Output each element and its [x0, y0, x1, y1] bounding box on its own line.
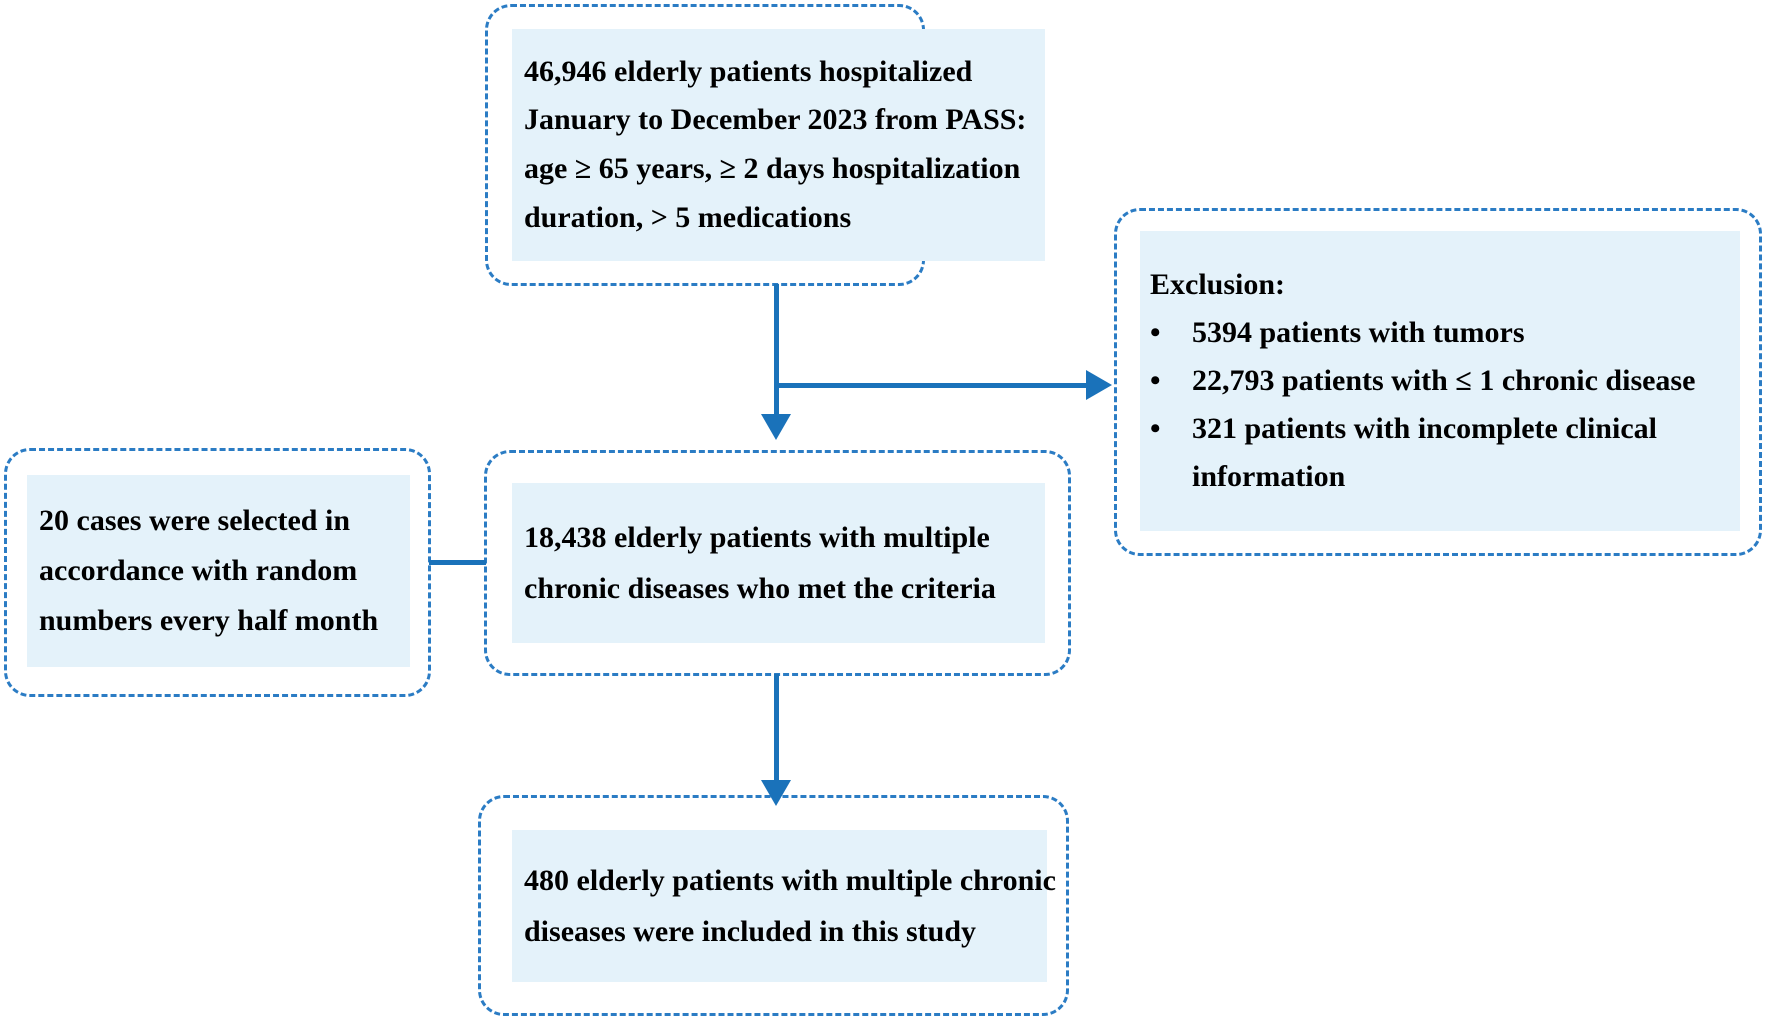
sampling-note-line-3: numbers every half month [39, 603, 379, 637]
random-sampling-note-panel: 20 cases were selected in accordance wit… [27, 475, 410, 667]
exclusion-panel: Exclusion: • 5394 patients with tumors •… [1140, 231, 1740, 531]
exclusion-box [1114, 208, 1762, 556]
bullet-icon: • [1150, 412, 1161, 445]
exclusion-item-3: • 321 patients with incomplete clinical [1150, 405, 1740, 453]
source-cohort-line-4: duration, > 5 medications [524, 200, 852, 234]
random-sampling-note-box [4, 448, 431, 697]
sampling-note-line-1: 20 cases were selected in [39, 504, 351, 538]
eligible-cohort-line-1: 18,438 elderly patients with multiple [524, 521, 990, 554]
exclusion-item-2: • 22,793 patients with ≤ 1 chronic disea… [1150, 357, 1740, 405]
eligible-cohort-panel: 18,438 elderly patients with multiple ch… [512, 483, 1045, 643]
bullet-icon: • [1150, 316, 1161, 349]
source-to-exclusion-line [776, 383, 1089, 388]
eligible-to-included-line [774, 674, 779, 784]
included-cohort-line-2: diseases were included in this study [524, 915, 977, 948]
exclusion-item-1: • 5394 patients with tumors [1150, 309, 1740, 357]
source-cohort-line-1: 46,946 elderly patients hospitalized [524, 54, 973, 88]
exclusion-item-1-text: 5394 patients with tumors [1192, 316, 1525, 349]
source-to-exclusion-arrowhead [1086, 370, 1112, 400]
sampling-note-line-2: accordance with random [39, 554, 358, 588]
bullet-icon: • [1150, 364, 1161, 397]
source-cohort-line-2: January to December 2023 from PASS: [524, 103, 1027, 137]
exclusion-item-3-text: 321 patients with incomplete clinical [1192, 412, 1657, 445]
sampling-note-to-eligible-line [429, 560, 486, 565]
eligible-to-included-arrowhead [761, 780, 791, 806]
exclusion-item-3-continuation: information [1192, 460, 1346, 493]
exclusion-heading: Exclusion: [1150, 268, 1286, 301]
included-cohort-line-1: 480 elderly patients with multiple chron… [524, 864, 1056, 897]
exclusion-item-2-text: 22,793 patients with ≤ 1 chronic disease [1192, 364, 1696, 397]
source-cohort-panel: 46,946 elderly patients hospitalized Jan… [512, 29, 1045, 261]
source-to-eligible-line [774, 284, 779, 416]
included-cohort-panel: 480 elderly patients with multiple chron… [512, 830, 1056, 982]
source-cohort-line-3: age ≥ 65 years, ≥ 2 days hospitalization [524, 152, 1021, 185]
eligible-cohort-line-2: chronic diseases who met the criteria [524, 572, 996, 605]
source-to-eligible-arrowhead [761, 414, 791, 440]
